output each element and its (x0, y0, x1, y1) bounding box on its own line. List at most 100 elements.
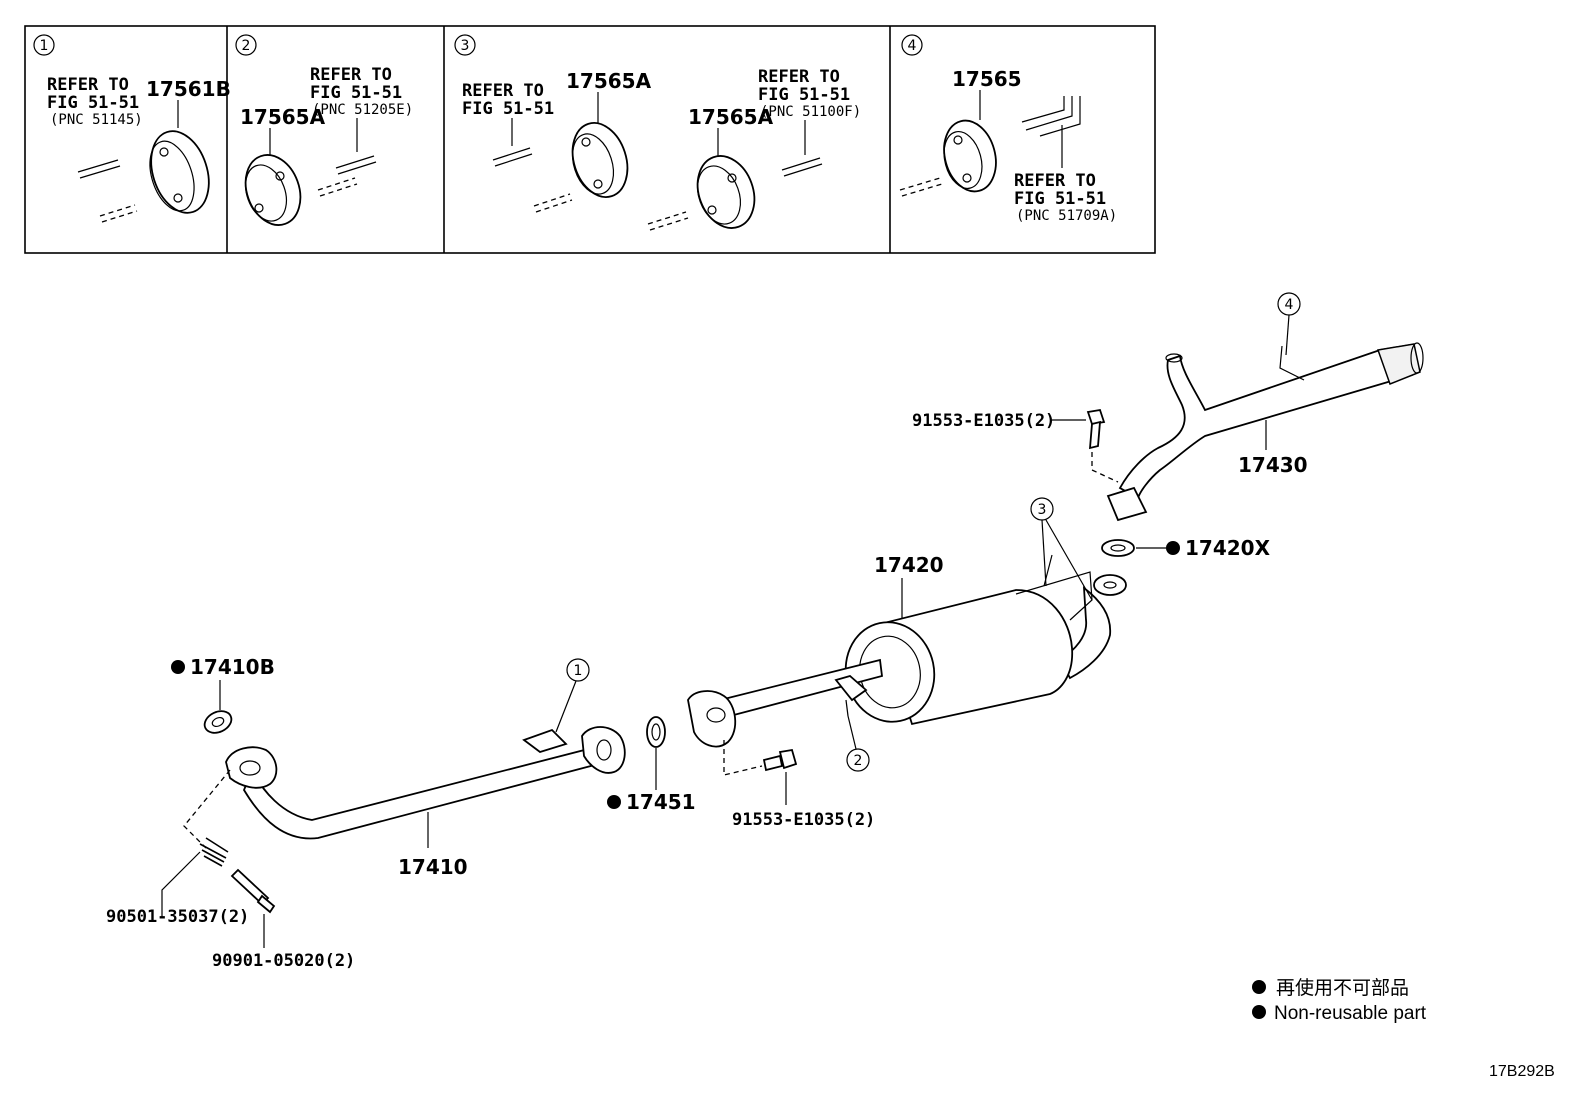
hanger-bracket (834, 675, 868, 702)
hanger-hole (962, 173, 972, 183)
refer-fig: FIG 51-51 (758, 85, 850, 105)
part-label-spring: 90501-35037(2) (106, 907, 249, 927)
bolt-head (778, 748, 798, 770)
bolt-head (256, 894, 276, 914)
panel-number-circle (901, 34, 923, 56)
refer-text: REFER TO (47, 75, 129, 95)
bolt-middle: 91553-E1035(2) (723, 740, 875, 830)
refer-text: REFER TO (1014, 171, 1096, 191)
part-number: 17565A (688, 105, 774, 129)
hanger-bracket (522, 728, 568, 753)
tail-pipe-outlet (1410, 342, 1424, 374)
bolt-head (1086, 408, 1106, 426)
leader-line (1041, 519, 1047, 587)
pipe-stub-hidden (319, 183, 358, 197)
legend-dot (1252, 1005, 1266, 1019)
bolt-shank (762, 754, 784, 772)
refer-pnc: (PNC 51100F) (760, 104, 861, 120)
part-label-17451: 17451 (626, 790, 696, 814)
part-label-17410: 17410 (398, 855, 468, 879)
panel-number: 3 (461, 38, 470, 54)
refer-fig: FIG 51-51 (462, 99, 554, 119)
refer-fig: FIG 51-51 (1014, 189, 1106, 209)
part-label-17430: 17430 (1238, 453, 1308, 477)
pipe-stub-hidden (649, 217, 689, 231)
tail-pipe-flange (1106, 486, 1148, 522)
rubber-hanger (943, 119, 997, 193)
pipe-end (1165, 353, 1183, 363)
hanger-hole (275, 171, 285, 181)
gasket-hole (651, 723, 661, 741)
non-reusable-dot (607, 795, 621, 809)
hanger-hole (159, 147, 169, 157)
outlet-flange (1093, 574, 1127, 596)
flange-hole (239, 760, 261, 776)
muffler-17420: 17420 3 2 (687, 497, 1127, 772)
legend-label-jp: 再使用不可部品 (1276, 977, 1409, 999)
rubber-hanger-face (244, 164, 288, 222)
refer-text: REFER TO (462, 81, 544, 101)
pipe-stub-hidden (899, 177, 941, 191)
detail-panels: 1 REFER TO FIG 51-51 (PNC 51145) 17561B … (24, 25, 1156, 254)
callout-circle (846, 748, 870, 772)
tail-pipe-17430: 4 17430 (1106, 292, 1424, 522)
legend-label-en: Non-reusable part (1274, 1003, 1427, 1024)
panel-number-circle (454, 34, 476, 56)
legend: 再使用不可部品 Non-reusable part (1252, 977, 1427, 1024)
figure-code: 17B292B (1489, 1063, 1555, 1080)
gasket (203, 710, 233, 734)
bolt-shank (230, 868, 270, 906)
hanger-bracket (1279, 345, 1305, 381)
panel-number: 1 (40, 38, 49, 54)
panel-4: 4 17565 REFER TO FIG 51-51 (PNC 51709A) (899, 34, 1117, 224)
rear-flange (581, 726, 626, 774)
panel-number: 4 (908, 38, 917, 54)
refer-pnc: (PNC 51709A) (1016, 208, 1117, 224)
bolt-upper: 91553-E1035(2) (912, 408, 1119, 483)
pipe-stub-hidden (99, 204, 136, 217)
panel-frame (24, 25, 1156, 254)
hanger-hole (581, 137, 591, 147)
gasket (1101, 539, 1135, 557)
leader-line (161, 851, 201, 918)
gasket (646, 716, 666, 748)
rubber-hanger (696, 155, 756, 229)
bolt-shank (1088, 420, 1102, 450)
gasket-17410B: 17410B (171, 655, 275, 734)
gasket-hole (1110, 544, 1126, 552)
flange-hole (596, 739, 612, 761)
panel-number-circle (235, 34, 257, 56)
pipe-stub-hidden (535, 199, 573, 213)
pipe-stub (781, 157, 821, 171)
pipe-stub (783, 163, 823, 177)
gasket-17451: 17451 (607, 716, 696, 814)
leader-line (555, 680, 577, 733)
pipe-stub-hidden (533, 193, 571, 207)
gasket-17420X: 17420X (1101, 536, 1271, 560)
refer-pnc: (PNC 51145) (50, 112, 143, 128)
legend-dot (1252, 980, 1266, 994)
flange-hole (706, 707, 726, 723)
spring-coil (199, 837, 229, 867)
refer-text: REFER TO (310, 65, 392, 85)
pipe-stub-hidden (101, 210, 138, 223)
gasket-hole (211, 716, 225, 728)
rubber-hanger-face (149, 140, 195, 212)
pipe-stub (77, 159, 119, 173)
bolt-path (723, 740, 763, 776)
part-label-bolt: 91553-E1035(2) (732, 810, 875, 830)
part-number: 17561B (146, 77, 231, 101)
pipe-stub (335, 155, 375, 169)
panel-number: 2 (242, 38, 251, 54)
hanger-hole (254, 203, 264, 213)
part-label-bolt: 91553-E1035(2) (912, 411, 1055, 431)
pipe-stub-hidden (901, 183, 943, 197)
rubber-hanger (150, 130, 210, 214)
rubber-hanger-face (696, 165, 742, 225)
hanger-rod (845, 699, 849, 717)
panel-1: 1 REFER TO FIG 51-51 (PNC 51145) 17561B (33, 34, 231, 223)
front-pipe-flange (225, 746, 278, 789)
bracket-stub (1021, 96, 1081, 137)
pipe-stub-hidden (317, 177, 356, 191)
